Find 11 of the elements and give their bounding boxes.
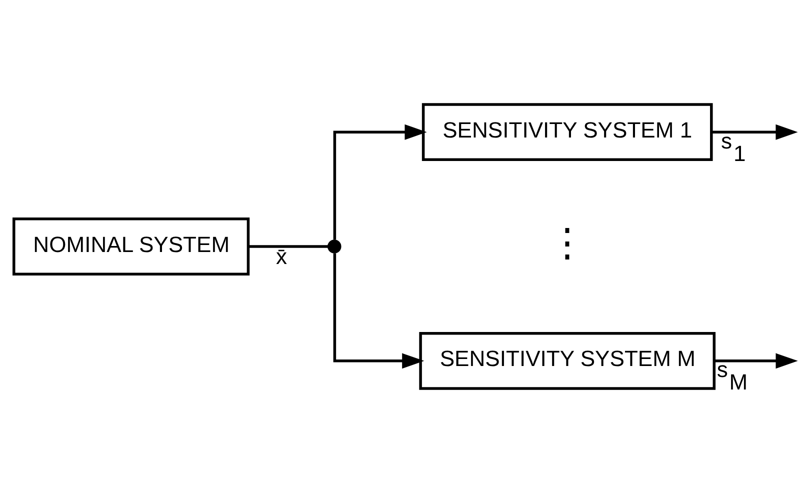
node-circle [328, 239, 342, 253]
label: ⋮ [548, 222, 588, 265]
node-box: SENSITIVITY SYSTEM 1 [422, 102, 713, 161]
arrow [712, 124, 798, 140]
arrow [333, 252, 424, 368]
node-box: NOMINAL SYSTEM [12, 217, 250, 275]
node-box: SENSITIVITY SYSTEM M [419, 331, 716, 390]
arrow [333, 124, 427, 240]
connector [248, 244, 328, 248]
arrow [714, 352, 798, 368]
edge-label: x̄ [276, 244, 288, 269]
